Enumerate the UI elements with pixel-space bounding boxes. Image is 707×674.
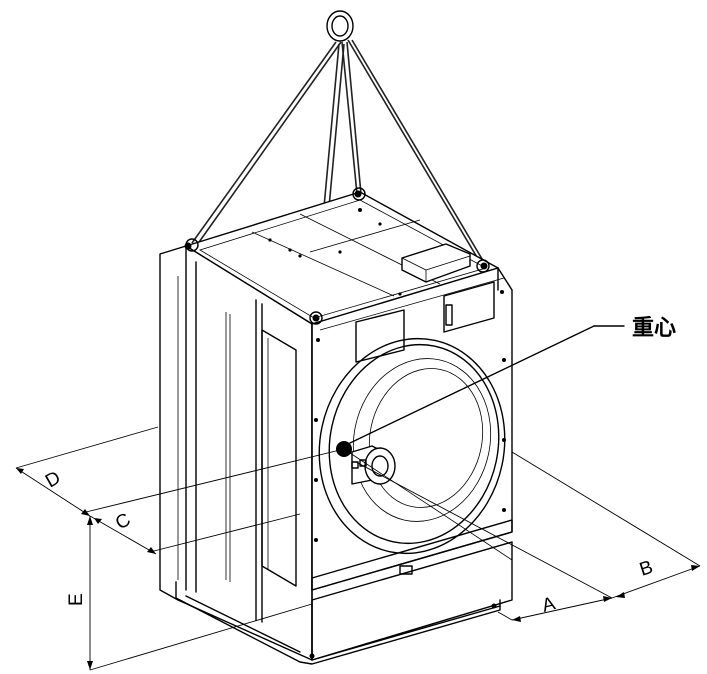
dimension-lines (15, 426, 701, 671)
center-of-gravity-label: 重心 (632, 316, 676, 341)
washer-extractor (159, 187, 513, 665)
dimension-label-a: A (540, 593, 558, 617)
lifting-slings (191, 39, 486, 317)
dimension-label-b: B (637, 557, 656, 581)
dimension-label-d: D (42, 467, 64, 492)
dimension-label-e: E (66, 593, 87, 606)
lifting-eye-icon (326, 10, 354, 42)
front-panel (311, 267, 513, 591)
